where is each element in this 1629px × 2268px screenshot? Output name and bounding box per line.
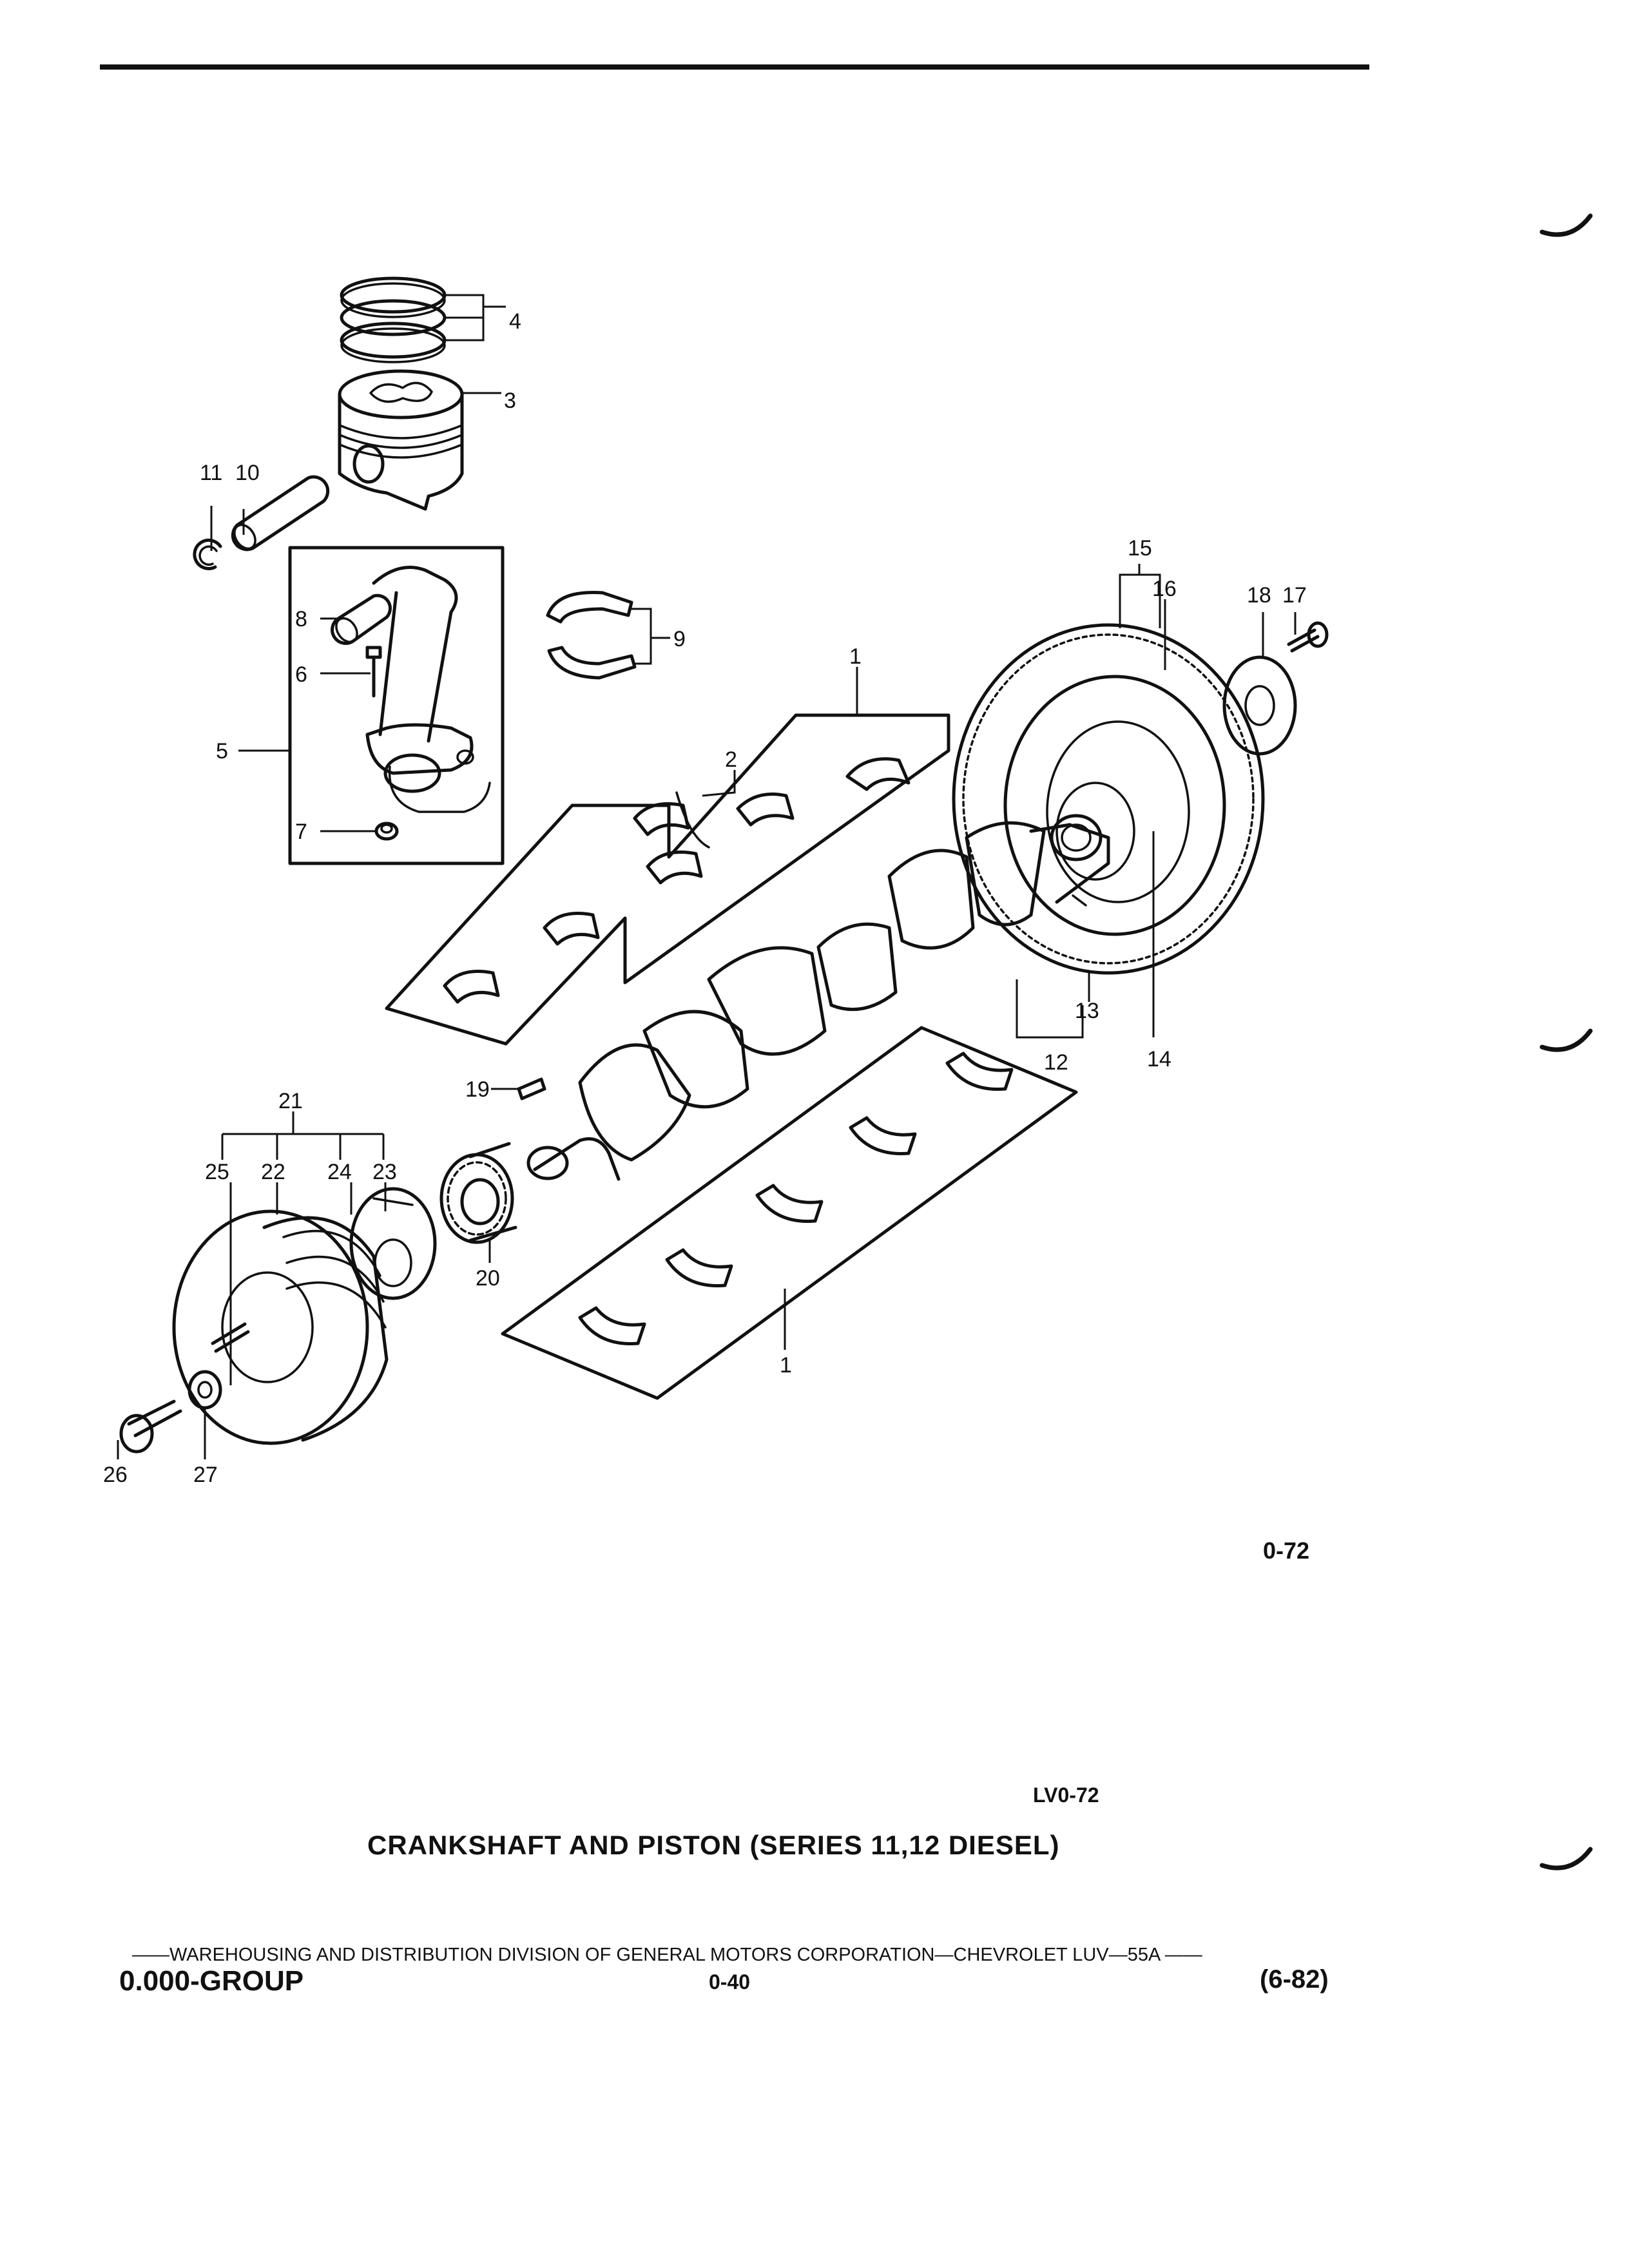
callout-20: 20 [476, 1266, 500, 1291]
callout-22: 22 [261, 1160, 285, 1184]
connecting-rod-assembly [288, 546, 505, 865]
callout-19: 19 [465, 1077, 490, 1102]
main-bearing-set-upper [385, 713, 950, 1046]
callout-1-lower: 1 [780, 1353, 792, 1378]
callout-27: 27 [193, 1463, 218, 1487]
callout-23: 23 [372, 1160, 397, 1184]
pulley-bolt-small [211, 1322, 250, 1353]
leader-lines [117, 294, 1296, 1459]
binder-mark-top [1539, 213, 1593, 237]
callout-6: 6 [295, 662, 307, 687]
flywheel-plate [1222, 655, 1297, 756]
top-rule [100, 64, 1369, 70]
callout-labels: 4 3 11 10 8 6 5 7 9 1 2 15 16 18 17 13 1… [103, 309, 1307, 1487]
callout-13: 13 [1075, 999, 1099, 1023]
binder-mark-bottom [1539, 1847, 1593, 1870]
figure-id: LV0-72 [1033, 1783, 1099, 1807]
pulley-bolt [119, 1399, 182, 1454]
pulley-washer [188, 1370, 222, 1410]
piston-pin [231, 475, 330, 552]
callout-16: 16 [1152, 577, 1177, 601]
flywheel-bolt [1287, 621, 1329, 653]
piston-rings [340, 276, 447, 363]
main-bearing-set-lower [501, 1026, 1078, 1400]
callout-3: 3 [504, 389, 516, 413]
key [517, 1077, 546, 1100]
figure-code: 0-72 [1263, 1537, 1310, 1564]
flywheel [952, 623, 1265, 975]
callout-18: 18 [1247, 583, 1271, 608]
callout-26: 26 [103, 1463, 128, 1487]
snap-ring [193, 539, 222, 570]
callout-5: 5 [216, 739, 228, 764]
crankshaft-pulley [172, 1209, 389, 1445]
footer-date: (6-82) [1260, 1965, 1329, 1994]
footer-group: 0.000-GROUP [119, 1965, 304, 1997]
callout-4: 4 [509, 309, 521, 334]
callout-21: 21 [278, 1089, 303, 1113]
crankshaft-gear [439, 1142, 517, 1244]
callout-25: 25 [205, 1160, 229, 1184]
callout-24: 24 [327, 1160, 352, 1184]
page-title: CRANKSHAFT AND PISTON (SERIES 11,12 DIES… [367, 1830, 1060, 1860]
callout-11: 11 [200, 461, 222, 485]
callout-7: 7 [295, 820, 307, 844]
footer-page-number: 0-40 [709, 1970, 751, 1994]
callout-15: 15 [1128, 536, 1152, 561]
binder-mark-middle [1539, 1028, 1593, 1052]
callout-14: 14 [1147, 1047, 1171, 1072]
callout-8: 8 [295, 607, 307, 631]
connecting-rod-bearings [546, 590, 637, 680]
callout-1-upper: 1 [849, 644, 862, 669]
callout-17: 17 [1282, 583, 1307, 608]
callout-12: 12 [1044, 1050, 1068, 1075]
callout-9: 9 [673, 627, 686, 651]
piston [338, 369, 464, 511]
callout-10: 10 [235, 461, 260, 485]
footer-distributor-line: ——WAREHOUSING AND DISTRIBUTION DIVISION … [132, 1945, 1202, 1965]
callout-2: 2 [725, 747, 737, 772]
